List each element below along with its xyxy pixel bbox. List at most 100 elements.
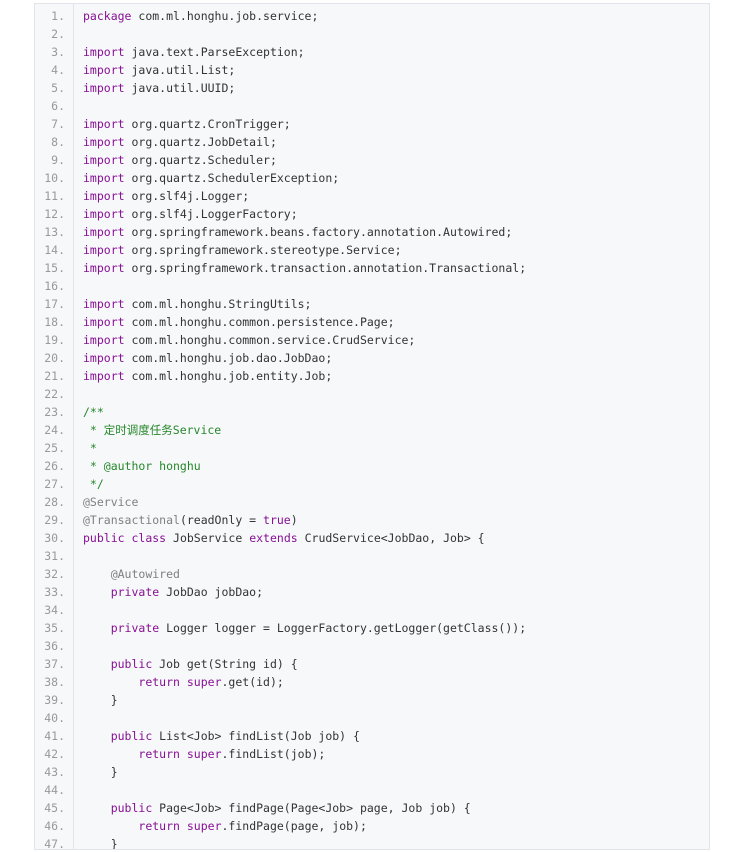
code-line: 18. import com.ml.honghu.common.persisten… xyxy=(35,313,709,331)
code-token: import xyxy=(83,333,125,347)
code-token: org.quartz.CronTrigger; xyxy=(124,117,291,131)
code-token: } xyxy=(83,765,118,779)
code-line: 5.import java.util.UUID; xyxy=(35,79,709,97)
code-token xyxy=(83,657,111,671)
line-number: 10. xyxy=(44,171,65,185)
line-number: 38. xyxy=(44,675,65,689)
code-token: @Autowired xyxy=(110,567,180,581)
code-token: true xyxy=(263,513,291,527)
code-line: 28.@Service xyxy=(35,493,709,511)
code-line: 31. xyxy=(35,547,709,565)
line-number: 44. xyxy=(44,783,65,797)
code-token: public xyxy=(83,531,125,545)
line-number: 22. xyxy=(44,387,65,401)
line-number: 25. xyxy=(44,441,65,455)
code-text: import com.ml.honghu.common.service.Crud… xyxy=(83,331,415,349)
code-token: extends xyxy=(249,531,298,545)
line-number: 8. xyxy=(51,135,65,149)
code-text: import org.quartz.JobDetail; xyxy=(83,133,277,151)
code-text: import org.quartz.SchedulerException; xyxy=(83,169,339,187)
line-number: 21. xyxy=(44,369,65,383)
line-number: 1. xyxy=(51,9,65,23)
code-token: import xyxy=(83,135,125,149)
code-line: 39. } xyxy=(35,691,709,709)
code-line: 45. public Page<Job> findPage(Page<Job> … xyxy=(35,799,709,817)
code-line: 25. * xyxy=(35,439,709,457)
code-token xyxy=(83,819,138,833)
code-block: 1.package com.ml.honghu.job.service;2.3.… xyxy=(34,3,710,850)
code-text: public Page<Job> findPage(Page<Job> page… xyxy=(83,799,471,817)
code-text: @Transactional(readOnly = true) xyxy=(83,511,298,529)
code-text: import com.ml.honghu.common.persistence.… xyxy=(83,313,395,331)
code-text: * @author honghu xyxy=(83,457,201,475)
code-token: java.text.ParseException; xyxy=(124,45,305,59)
code-text: } xyxy=(83,835,118,849)
code-line: 34. xyxy=(35,601,709,619)
code-token: @Transactional xyxy=(83,513,180,527)
code-token: Job get(String id) { xyxy=(152,657,298,671)
code-text: * xyxy=(83,439,97,457)
code-token: package xyxy=(83,9,132,23)
code-line: 35. private Logger logger = LoggerFactor… xyxy=(35,619,709,637)
code-token: org.quartz.Scheduler; xyxy=(124,153,277,167)
code-line: 42. return super.findList(job); xyxy=(35,745,709,763)
code-token: super xyxy=(186,747,222,761)
code-line: 43. } xyxy=(35,763,709,781)
code-token: List<Job> findList(Job job) { xyxy=(152,729,360,743)
code-line: 21.import com.ml.honghu.job.entity.Job; xyxy=(35,367,709,385)
code-token: } xyxy=(83,693,118,707)
line-number: 42. xyxy=(44,747,65,761)
line-number: 16. xyxy=(44,279,65,293)
line-number: 20. xyxy=(44,351,65,365)
line-number: 12. xyxy=(44,207,65,221)
code-line: 20.import com.ml.honghu.job.dao.JobDao; xyxy=(35,349,709,367)
line-number: 24. xyxy=(44,423,65,437)
code-token: * xyxy=(83,441,97,455)
code-line: 4.import java.util.List; xyxy=(35,61,709,79)
code-text: /** xyxy=(83,403,104,421)
line-number: 26. xyxy=(44,459,65,473)
code-token: com.ml.honghu.job.entity.Job; xyxy=(124,369,333,383)
code-text: * 定时调度任务Service xyxy=(83,421,221,439)
code-token xyxy=(83,585,111,599)
line-number: 40. xyxy=(44,711,65,725)
line-number: 29. xyxy=(44,513,65,527)
code-token: Page<Job> findPage(Page<Job> page, Job j… xyxy=(152,801,471,815)
line-number: 13. xyxy=(44,225,65,239)
code-line: 1.package com.ml.honghu.job.service; xyxy=(35,7,709,25)
code-token: private xyxy=(110,585,160,599)
code-token: super xyxy=(186,675,222,689)
code-text: import org.quartz.CronTrigger; xyxy=(83,115,291,133)
code-token: org.springframework.beans.factory.annota… xyxy=(124,225,513,239)
line-number: 41. xyxy=(44,729,65,743)
code-text: private Logger logger = LoggerFactory.ge… xyxy=(83,619,526,637)
code-token: org.slf4j.Logger; xyxy=(124,189,250,203)
code-token: com.ml.honghu.common.persistence.Page; xyxy=(124,315,395,329)
code-token: public xyxy=(110,657,153,671)
code-line: 47. } xyxy=(35,835,709,850)
line-number: 5. xyxy=(51,81,65,95)
line-number: 23. xyxy=(44,405,65,419)
code-token: public xyxy=(110,729,153,743)
code-line: 26. * @author honghu xyxy=(35,457,709,475)
code-text: import org.springframework.transaction.a… xyxy=(83,259,526,277)
code-token: com.ml.honghu.job.dao.JobDao; xyxy=(124,351,333,365)
code-token xyxy=(83,729,111,743)
code-token: .findPage(page, job); xyxy=(221,819,367,833)
line-number: 37. xyxy=(44,657,65,671)
code-text: import org.slf4j.Logger; xyxy=(83,187,249,205)
code-token: return xyxy=(138,747,180,761)
code-line: 40. xyxy=(35,709,709,727)
code-text: import java.util.List; xyxy=(83,61,235,79)
code-token: return xyxy=(138,819,180,833)
code-token: import xyxy=(83,243,125,257)
code-text: import com.ml.honghu.StringUtils; xyxy=(83,295,311,313)
line-number: 18. xyxy=(44,315,65,329)
line-number: 47. xyxy=(44,837,65,850)
code-line: 44. xyxy=(35,781,709,799)
code-token: import xyxy=(83,117,125,131)
code-text: public Job get(String id) { xyxy=(83,655,298,673)
code-line: 37. public Job get(String id) { xyxy=(35,655,709,673)
code-token: Logger logger = LoggerFactory.getLogger(… xyxy=(159,621,527,635)
code-line: 13.import org.springframework.beans.fact… xyxy=(35,223,709,241)
